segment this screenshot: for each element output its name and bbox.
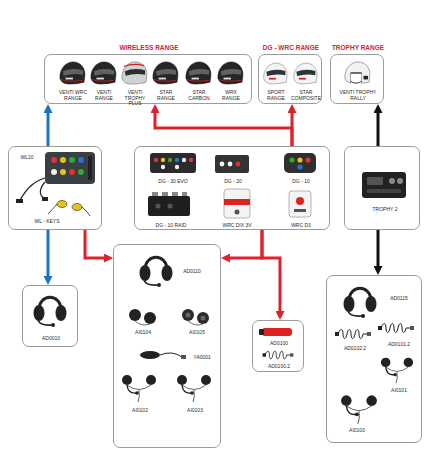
range-heading: DG - WRC RANGE: [251, 44, 331, 51]
connector-arrow: [377, 230, 380, 271]
product-label: AD0100.2: [256, 364, 302, 370]
product-group-box: AD0010: [22, 285, 78, 347]
product-group-box: TROPHY 2: [344, 146, 420, 230]
product-group-box: DG - 30 EVO DG - 20 DG - 10 DG - 10 RAID WRC…: [134, 146, 330, 230]
cable: [263, 351, 294, 359]
product-label: AI0105: [177, 330, 217, 336]
product-label: WL - KEYS: [22, 219, 72, 225]
connector-arrow: [155, 108, 292, 146]
product-label: WRC DIX 3V: [212, 223, 262, 229]
product-label: AI0104: [123, 330, 163, 336]
range-heading: TROPHY RANGE: [323, 44, 393, 51]
product-label: VENTI TROPHY PLUS: [120, 90, 150, 107]
product-label: AI0103: [175, 408, 215, 414]
product-label: TROPHY 2: [355, 207, 415, 213]
trophy-device: [362, 172, 406, 198]
product-label: WRC D3: [276, 223, 326, 229]
headset: [140, 257, 173, 287]
range-heading: WIRELESS RANGE: [79, 44, 219, 51]
wired-kit: [122, 375, 156, 402]
product-group-box: DG - WRC RANGESPORT RANGESTAR COMPOSITE: [258, 54, 322, 104]
product-label: YA0001: [182, 355, 222, 361]
microphone: [140, 351, 186, 359]
wired-kit: [341, 395, 377, 424]
helmet: [60, 62, 85, 84]
product-label: DG - 20: [208, 179, 258, 185]
product-label: STAR RANGE: [151, 90, 181, 101]
helmet: [186, 62, 211, 84]
helmet: [294, 63, 317, 84]
product-group-box: AD0115AD0102.2 AD0101.2AI0101AI0100: [326, 275, 422, 443]
connector-arrow: [47, 230, 50, 281]
connector-arrow: [47, 108, 50, 146]
wired-kit: [177, 375, 211, 402]
helmet: [218, 62, 243, 84]
product-label: WL10: [12, 155, 42, 161]
product-label: AI0101: [379, 388, 419, 394]
product-label: STAR CARBON: [184, 90, 214, 101]
headset: [344, 288, 377, 318]
product-label: AD0100: [256, 341, 302, 347]
earpieces: [129, 309, 209, 325]
cable: [378, 324, 414, 333]
connector-arrow: [291, 108, 294, 146]
product-label: AD0010: [26, 336, 76, 342]
product-label: DG - 30 EVO: [148, 179, 198, 185]
product-label: STAR COMPOSITE: [291, 90, 321, 101]
product-label: DG - 10: [276, 179, 326, 185]
product-label: AD0101.2: [379, 342, 419, 348]
product-label: AD0110: [172, 269, 212, 275]
product-label: VENTI WRC RANGE: [58, 90, 88, 101]
product-group-box: WIRELESS RANGEVENTI WRC RANGEVENTI RANGE…: [44, 54, 252, 104]
helmet: [122, 62, 147, 84]
wired-kit: [381, 358, 413, 384]
connector-arrow: [85, 230, 109, 258]
product-group-box: TROPHY RANGEVENTI TROPHY RALLY: [330, 54, 384, 104]
product-label: SPORT RANGE: [261, 90, 291, 101]
product-group-box: AD0100AD0100.2: [252, 320, 304, 372]
product-label: AD0102.2: [335, 346, 375, 352]
helmet: [91, 62, 116, 84]
helmet: [345, 62, 370, 83]
helmet-illustrations: [60, 62, 370, 84]
product-label: VENTI RANGE: [89, 90, 119, 101]
headset: [34, 297, 67, 327]
wl-keys: [48, 201, 90, 217]
connector-arrow: [262, 230, 280, 316]
product-group-box: AD0110AI0104 AI0105YA0001AI0102 AI0103: [113, 244, 221, 448]
connector-arrow: [225, 230, 262, 258]
product-label: WRX RANGE: [216, 90, 246, 101]
product-group-box: WL10 WL - KEYS: [8, 146, 102, 230]
cable: [335, 330, 371, 339]
helmet: [153, 62, 178, 84]
product-label: AI0100: [337, 428, 377, 434]
product-label: AI0102: [120, 408, 160, 414]
helmet: [264, 63, 287, 84]
product-label: DG - 10 RAID: [146, 223, 196, 229]
product-label: VENTI TROPHY RALLY: [336, 90, 380, 101]
dg-devices: [148, 153, 316, 218]
connector-arrow: [377, 108, 380, 146]
product-label: AD0115: [379, 296, 419, 302]
wired-kits: [122, 358, 413, 424]
